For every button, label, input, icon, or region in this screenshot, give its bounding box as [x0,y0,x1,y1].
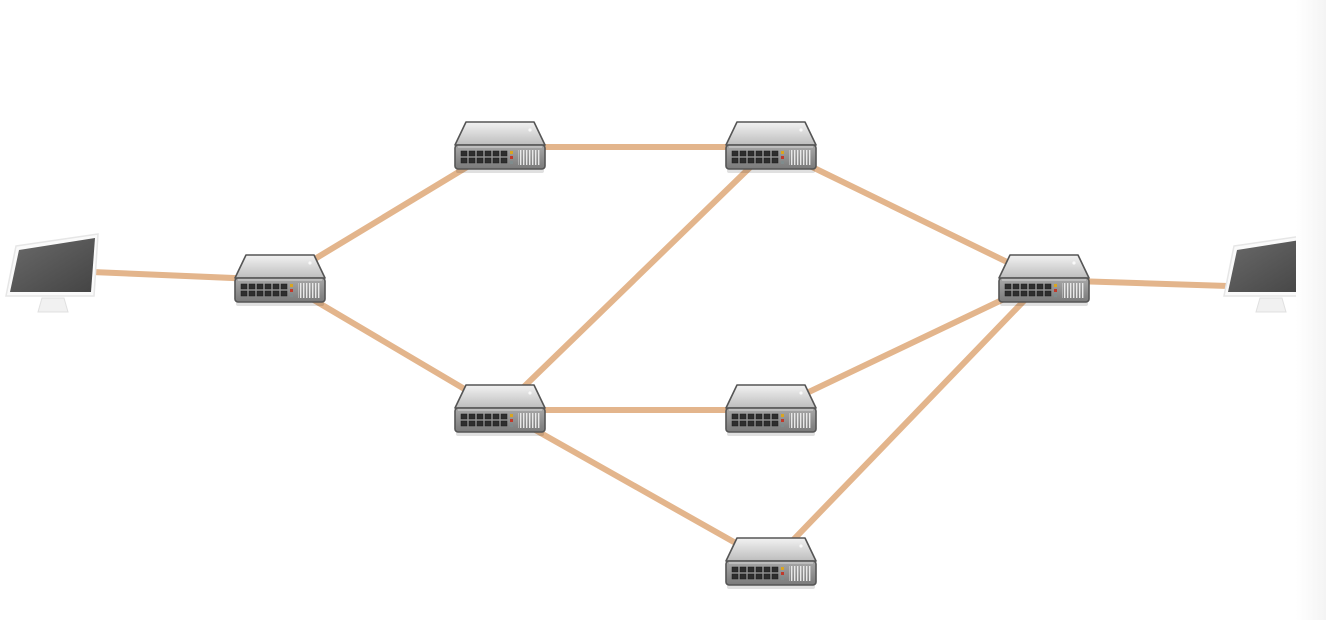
link-router-4-to-router-7 [768,144,1047,283]
router-5-router-icon [725,384,817,436]
router-4-router-icon [725,121,817,173]
links-layer [89,144,1231,566]
router-2-router-icon [454,121,546,173]
right-edge-shading [1296,0,1326,620]
host-left-computer-icon [5,233,99,313]
nodes-layer [5,121,1317,589]
link-router-6-to-router-7 [768,277,1047,566]
router-3-router-icon [454,384,546,436]
link-router-5-to-router-7 [768,277,1047,413]
router-1-router-icon [234,254,326,306]
router-6-router-icon [725,537,817,589]
link-router-3-to-router-6 [497,407,774,566]
host-right-computer-icon [1223,233,1317,313]
link-router-3-to-router-4 [497,144,774,413]
router-7-router-icon [998,254,1090,306]
